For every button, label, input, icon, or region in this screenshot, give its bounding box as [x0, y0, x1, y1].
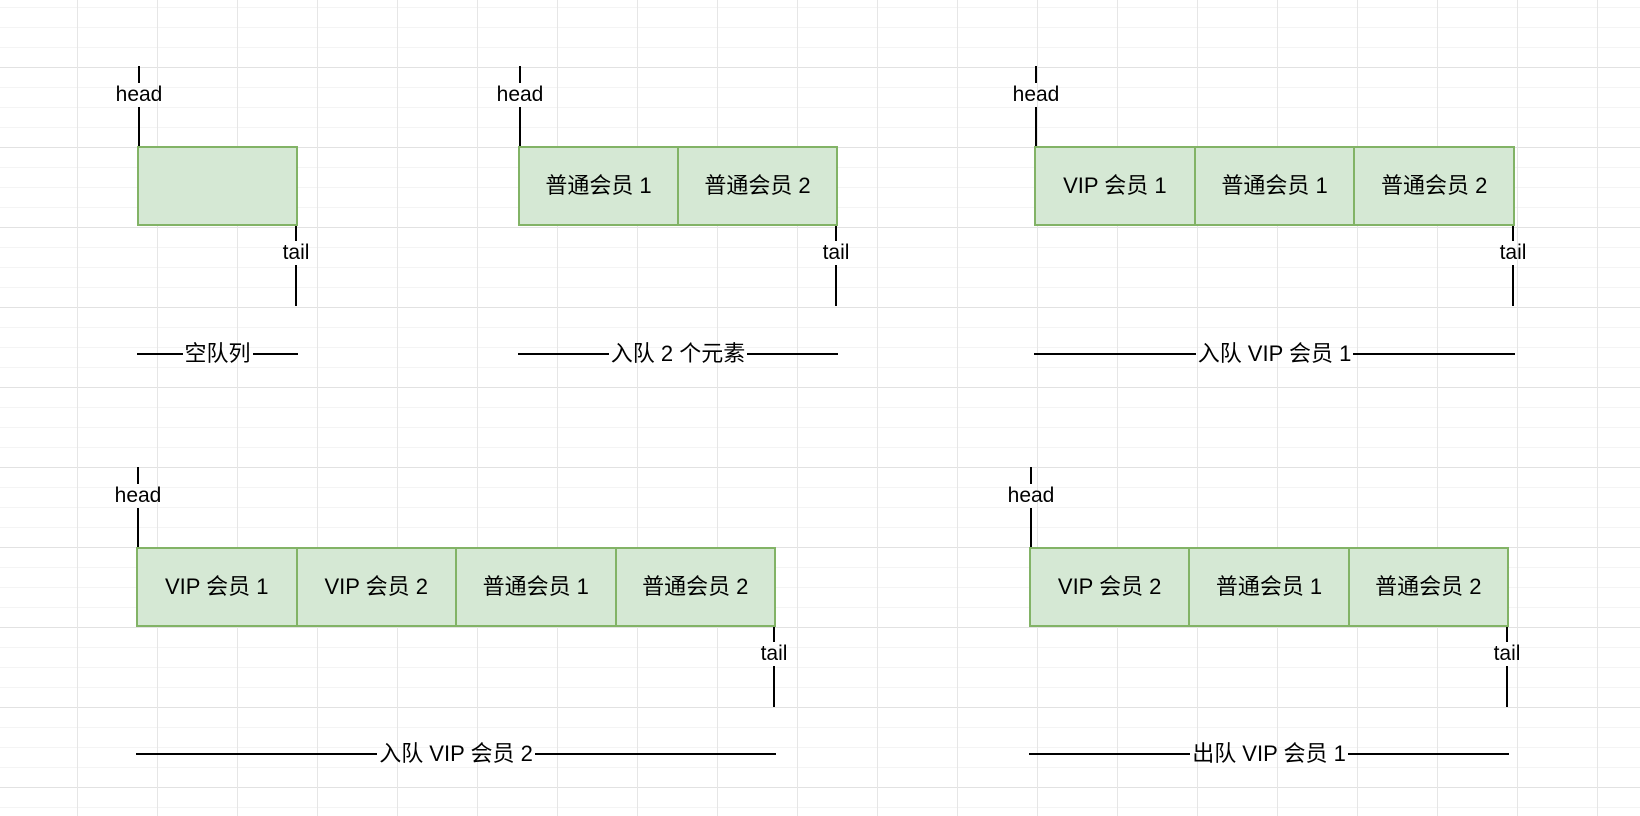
caption[interactable]: 出队 VIP 会员 1 — [1029, 741, 1510, 767]
queue-cell[interactable]: 普通会员 1 — [1188, 549, 1347, 625]
queue-cell-label: 普通会员 1 — [1221, 173, 1328, 198]
tail-marker[interactable]: tail — [1452, 627, 1562, 707]
head-tick-bottom-icon — [137, 508, 139, 547]
caption[interactable]: 入队 VIP 会员 2 — [136, 741, 777, 767]
tail-tick-top-icon — [835, 226, 837, 241]
queue-cell[interactable]: 普通会员 2 — [677, 148, 836, 224]
head-tick-bottom-icon — [1030, 508, 1032, 547]
queue-cell[interactable]: 普通会员 2 — [1347, 549, 1507, 625]
caption-line-right — [534, 753, 777, 755]
queue-cell[interactable] — [139, 148, 296, 224]
tail-marker[interactable]: tail — [781, 226, 891, 306]
caption-line-left — [1034, 353, 1196, 355]
queue-cell-label: 普通会员 1 — [545, 173, 652, 198]
queue-cell-label: VIP 会员 1 — [164, 574, 269, 599]
head-label: head — [1012, 83, 1060, 106]
queue-cell-label: 普通会员 2 — [704, 173, 811, 198]
tail-label: tail — [282, 241, 310, 264]
head-tick-bottom-icon — [519, 107, 521, 146]
head-label: head — [115, 83, 163, 106]
head-marker[interactable]: head — [465, 66, 575, 146]
queue-cell-label: 普通会员 1 — [482, 574, 589, 599]
tail-tick-bottom-icon — [1512, 265, 1514, 306]
queue-cell-label: 普通会员 2 — [642, 574, 749, 599]
queue-cell-label: 普通会员 2 — [1381, 173, 1488, 198]
tail-tick-bottom-icon — [773, 666, 775, 707]
head-tick-bottom-icon — [138, 107, 140, 146]
head-marker[interactable]: head — [84, 66, 194, 146]
head-tick-top-icon — [138, 66, 140, 83]
tail-tick-top-icon — [295, 226, 297, 241]
queue-box[interactable]: VIP 会员 1 普通会员 1 普通会员 2 — [1034, 146, 1515, 226]
tail-marker[interactable]: tail — [719, 627, 829, 707]
queue-cell-label: 普通会员 2 — [1375, 574, 1482, 599]
queue-box[interactable]: VIP 会员 1 VIP 会员 2 普通会员 1 普通会员 2 — [136, 547, 776, 627]
head-tick-top-icon — [137, 467, 139, 484]
queue-cell[interactable]: VIP 会员 2 — [295, 549, 456, 625]
queue-cell-label: VIP 会员 1 — [1063, 173, 1167, 198]
head-tick-top-icon — [1035, 66, 1037, 83]
caption-line-left — [137, 353, 183, 355]
tail-tick-bottom-icon — [295, 265, 297, 306]
caption-line-left — [136, 753, 378, 755]
queue-box[interactable] — [137, 146, 298, 226]
tail-tick-top-icon — [773, 627, 775, 642]
tail-tick-bottom-icon — [835, 265, 837, 306]
tail-marker[interactable]: tail — [1458, 226, 1568, 306]
caption-line-left — [518, 353, 609, 355]
head-label: head — [114, 484, 162, 507]
queue-cell[interactable]: 普通会员 2 — [614, 549, 775, 625]
caption-line-left — [1029, 753, 1191, 755]
tail-tick-top-icon — [1512, 226, 1514, 241]
queue-cell[interactable]: 普通会员 2 — [1353, 148, 1513, 224]
head-marker[interactable]: head — [976, 467, 1086, 547]
queue-box[interactable]: 普通会员 1 普通会员 2 — [518, 146, 838, 226]
queue-cell-label: VIP 会员 2 — [324, 574, 429, 599]
head-label: head — [1007, 484, 1055, 507]
queue-cell[interactable]: 普通会员 1 — [455, 549, 615, 625]
head-marker[interactable]: head — [83, 467, 193, 547]
caption-label: 出队 VIP 会员 1 — [1192, 741, 1346, 766]
caption-line-right — [1353, 353, 1516, 355]
caption[interactable]: 空队列 — [137, 341, 299, 367]
head-tick-top-icon — [1030, 467, 1032, 484]
head-marker[interactable]: head — [981, 66, 1091, 146]
head-tick-top-icon — [519, 66, 521, 83]
queue-cell[interactable]: VIP 会员 1 — [1036, 148, 1194, 224]
caption-line-right — [747, 353, 838, 355]
tail-tick-top-icon — [1506, 627, 1508, 642]
caption-line-right — [1347, 753, 1510, 755]
caption-label: 入队 VIP 会员 1 — [1197, 341, 1352, 366]
queue-cell[interactable]: VIP 会员 1 — [138, 549, 296, 625]
caption[interactable]: 入队 2 个元素 — [518, 341, 838, 367]
queue-cell[interactable]: 普通会员 1 — [1193, 148, 1354, 224]
caption-label: 入队 VIP 会员 2 — [379, 741, 533, 766]
head-label: head — [496, 83, 544, 106]
caption[interactable]: 入队 VIP 会员 1 — [1034, 341, 1516, 367]
tail-label: tail — [1499, 241, 1527, 264]
caption-label: 空队列 — [184, 341, 251, 366]
tail-label: tail — [1493, 642, 1521, 665]
head-tick-bottom-icon — [1035, 107, 1037, 146]
queue-box[interactable]: VIP 会员 2 普通会员 1 普通会员 2 — [1029, 547, 1509, 627]
queue-cell-label: 普通会员 1 — [1215, 574, 1323, 599]
tail-marker[interactable]: tail — [241, 226, 351, 306]
queue-cell[interactable]: VIP 会员 2 — [1031, 549, 1188, 625]
tail-tick-bottom-icon — [1506, 666, 1508, 707]
caption-line-right — [252, 353, 299, 355]
queue-cell[interactable]: 普通会员 1 — [520, 148, 677, 224]
queue-cell-label: VIP 会员 2 — [1057, 574, 1162, 599]
tail-label: tail — [760, 642, 788, 665]
caption-label: 入队 2 个元素 — [610, 341, 746, 366]
tail-label: tail — [822, 241, 850, 264]
